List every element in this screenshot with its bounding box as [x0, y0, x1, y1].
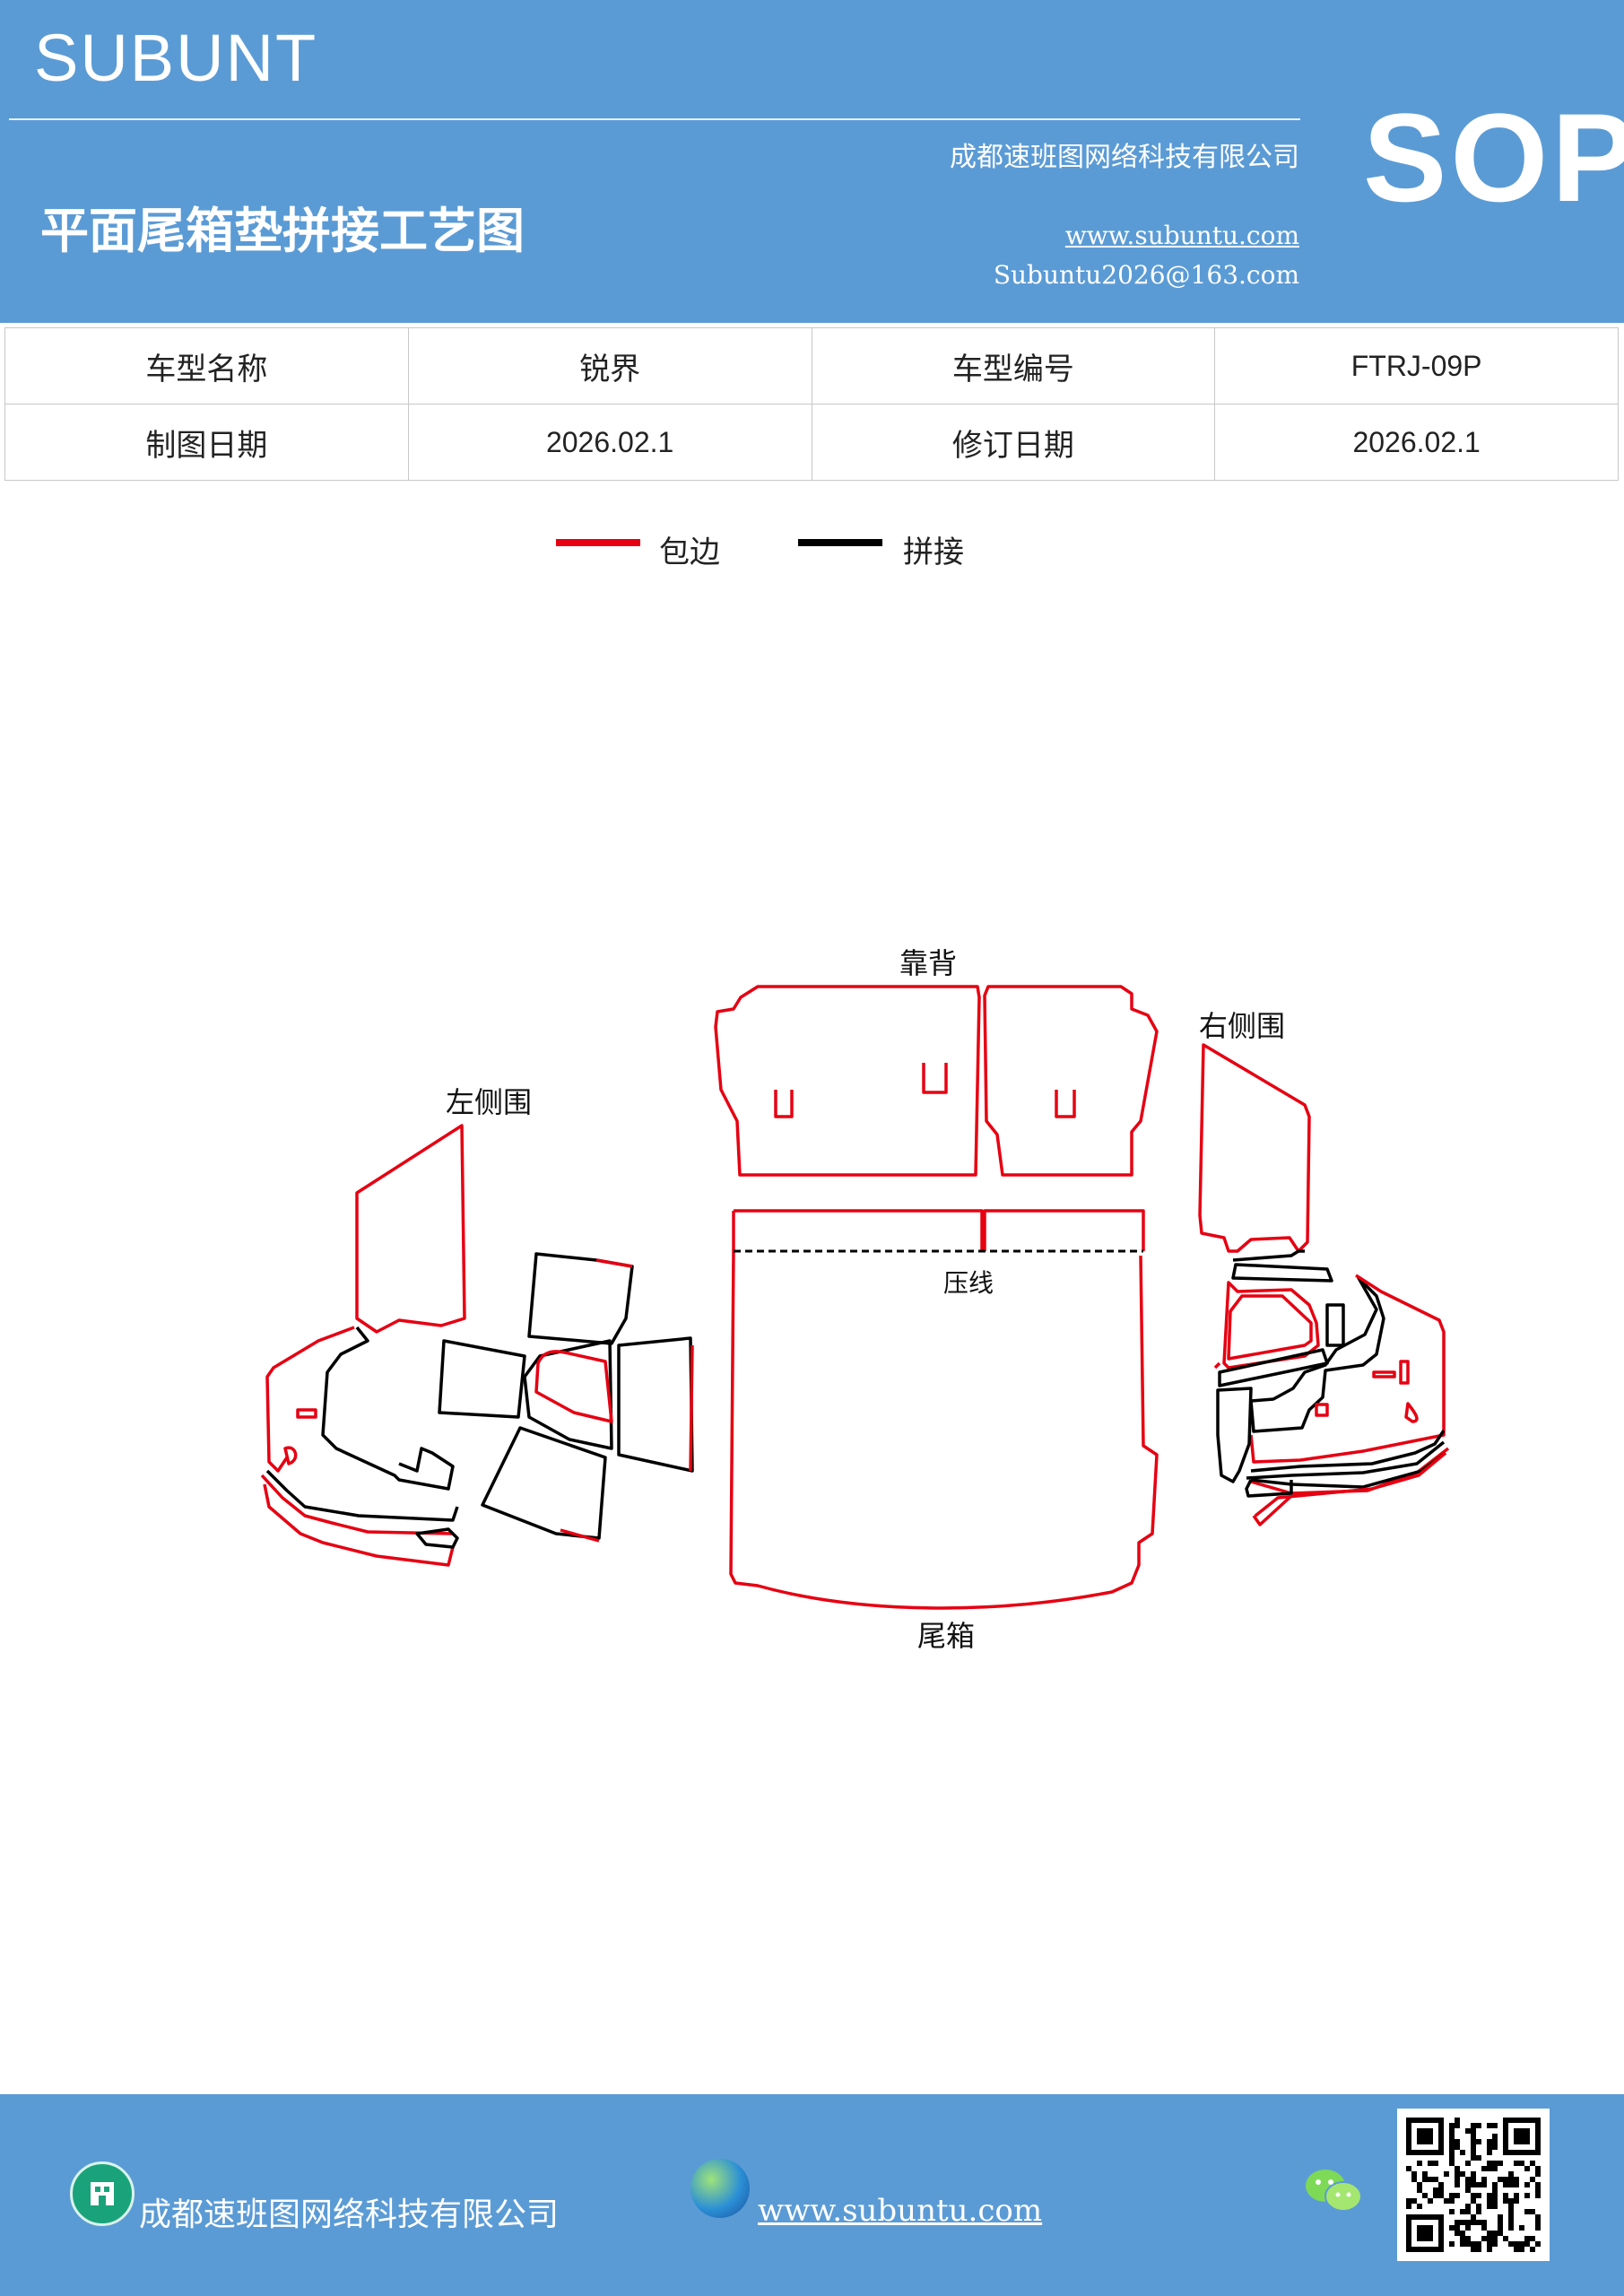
edge-legend-label: 包边: [659, 535, 720, 570]
footer-website-link[interactable]: www.subuntu.com: [758, 2193, 1043, 2229]
building-icon: [70, 2161, 135, 2226]
joint-legend-label: 拼接: [903, 535, 964, 570]
model-code-label: 车型编号: [811, 327, 1216, 404]
trunk-label: 尾箱: [917, 1619, 975, 1653]
revise-date-value: 2026.02.1: [1214, 404, 1619, 481]
draw-date-value: 2026.02.1: [407, 404, 812, 481]
left-mid-pieces: [438, 1252, 694, 1543]
header-divider: [9, 118, 1300, 120]
wechat-icon[interactable]: [1302, 2164, 1365, 2218]
left-side-label: 左侧围: [446, 1085, 532, 1119]
email-address[interactable]: Subuntu2026@163.com: [993, 260, 1299, 290]
footer-company: 成都速班图网络科技有限公司: [139, 2196, 560, 2233]
right-side-label: 右侧围: [1199, 1009, 1285, 1043]
backrest-left-panel: [714, 985, 981, 1177]
backrest-right-panel: [983, 985, 1159, 1177]
model-name-label: 车型名称: [4, 327, 409, 404]
trunk-panel: [729, 1209, 1159, 1610]
left-side-panel: [260, 1124, 466, 1567]
table-row: 制图日期 2026.02.1 修订日期 2026.02.1: [4, 404, 1619, 481]
company-name: 成都速班图网络科技有限公司: [950, 142, 1299, 173]
model-code-value: FTRJ-09P: [1214, 327, 1619, 404]
model-name-value: 锐界: [407, 327, 812, 404]
revise-date-label: 修订日期: [811, 404, 1216, 481]
right-side-panel: [1198, 1043, 1450, 1526]
header: SUBUNT 成都速班图网络科技有限公司 平面尾箱垫拼接工艺图 www.subu…: [0, 0, 1624, 323]
backrest-label: 靠背: [899, 946, 957, 980]
brand-name: SUBUNT: [34, 21, 318, 95]
info-table: 车型名称 锐界 车型编号 FTRJ-09P 制图日期 2026.02.1 修订日…: [4, 327, 1619, 481]
globe-icon: [690, 2159, 750, 2218]
legend: 包边 拼接: [0, 527, 1624, 572]
sop-badge: SOP: [1363, 87, 1624, 228]
website-link[interactable]: www.subuntu.com: [1064, 221, 1299, 250]
draw-date-label: 制图日期: [4, 404, 409, 481]
table-row: 车型名称 锐界 车型编号 FTRJ-09P: [4, 327, 1619, 404]
joint-legend-swatch: [798, 539, 882, 546]
document-title: 平面尾箱垫拼接工艺图: [40, 203, 525, 259]
crease-label: 压线: [943, 1268, 994, 1298]
footer: 成都速班图网络科技有限公司 www.subuntu.com: [0, 2094, 1624, 2296]
edge-legend-swatch: [556, 539, 640, 546]
qr-code[interactable]: [1397, 2109, 1550, 2261]
pattern-diagram: 靠背 右侧围 左侧围 压线 尾箱: [260, 946, 1450, 1653]
